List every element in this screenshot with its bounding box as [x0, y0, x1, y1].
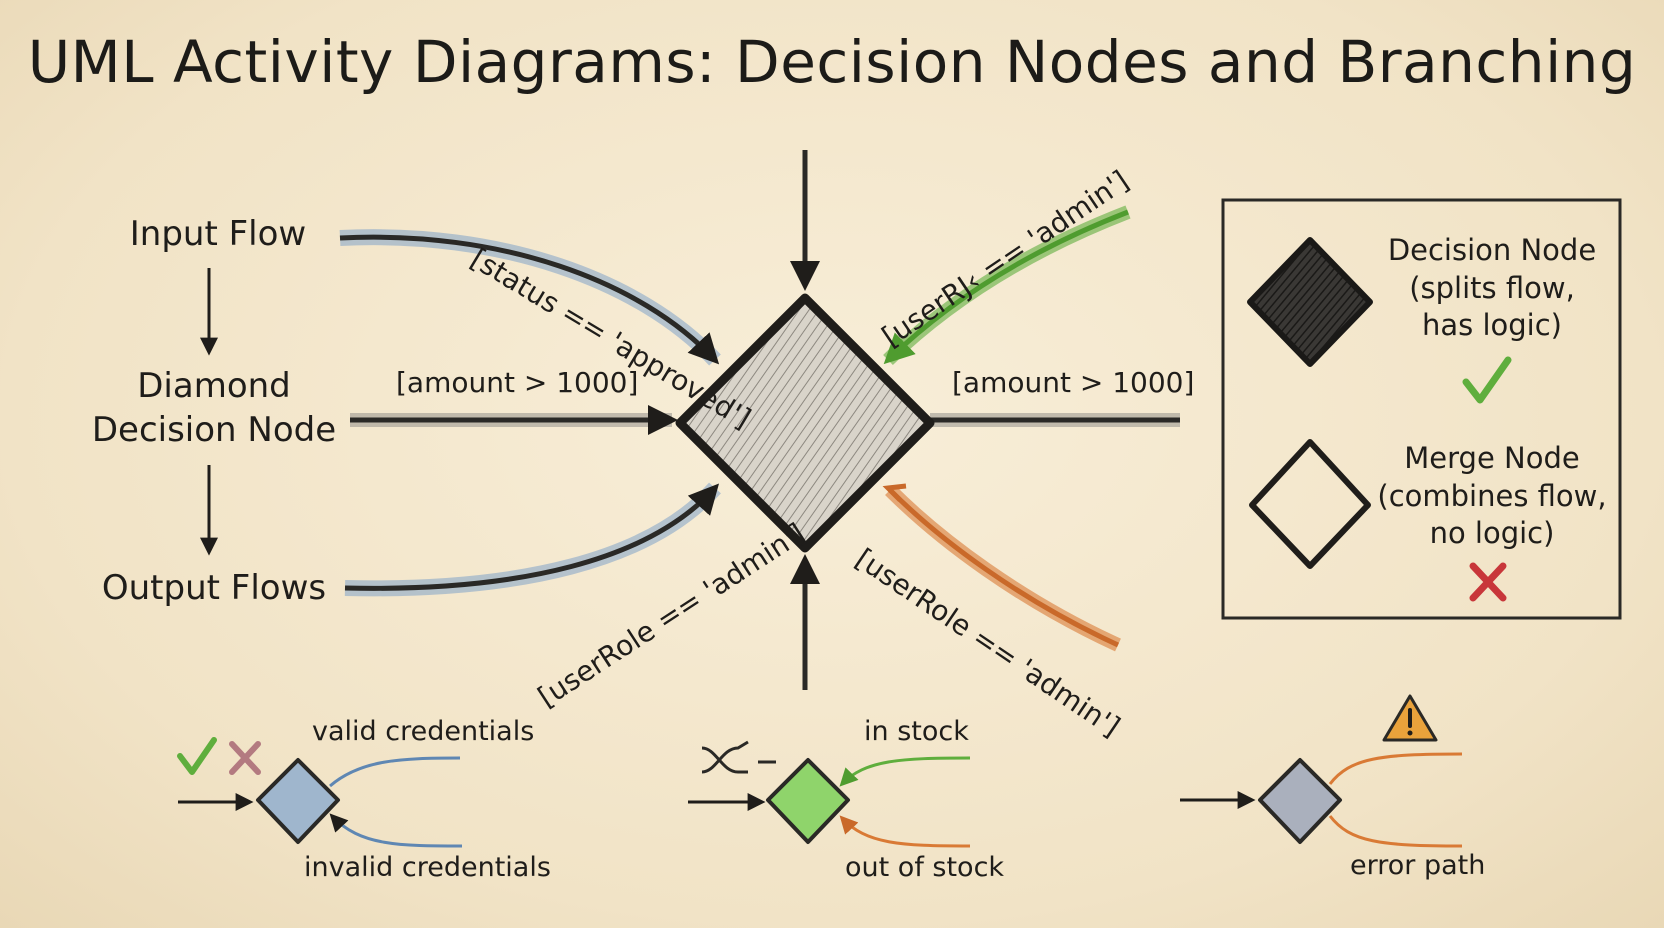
login-valid-branch — [329, 756, 461, 788]
legend-merge-title: Merge Node — [1404, 441, 1580, 475]
stock-out-branch — [839, 815, 971, 848]
guard-right: [amount > 1000] — [952, 366, 1195, 399]
legend-merge-diamond — [1249, 439, 1371, 569]
flow-top-right — [883, 209, 1129, 365]
label-valid-credentials: valid credentials — [312, 716, 535, 747]
step-input-flow: Input Flow — [129, 214, 307, 254]
legend-merge-desc: (combines flow, no logic) — [1377, 479, 1607, 550]
check-icon — [1462, 356, 1512, 404]
flow-bottom-left — [344, 483, 720, 591]
cross-icon — [229, 741, 261, 775]
error-top-branch — [1328, 752, 1463, 785]
legend-decision-title: Decision Node — [1387, 233, 1597, 267]
example-login — [177, 737, 463, 848]
flow-bottom-right — [888, 488, 1120, 648]
legend-decision-desc: (splits flow, has logic) — [1409, 271, 1575, 342]
label-error-path: error path — [1350, 850, 1486, 881]
check-icon — [177, 737, 217, 775]
error-bottom-branch — [1328, 815, 1463, 848]
central-flows — [339, 150, 1180, 690]
example-stock — [688, 740, 971, 848]
page-title: UML Activity Diagrams: Decision Nodes an… — [27, 28, 1637, 96]
cross-icon — [1469, 562, 1507, 602]
guard-left: [amount > 1000] — [396, 366, 639, 399]
label-out-of-stock: out of stock — [845, 852, 1005, 883]
legend-decision-diamond — [1247, 237, 1373, 367]
stock-diamond — [766, 758, 850, 844]
example-error — [1180, 694, 1463, 848]
flow-top-left — [339, 234, 720, 365]
stock-in-branch — [839, 756, 971, 787]
step-output-flows: Output Flows — [101, 568, 327, 608]
central-decision-diamond — [675, 293, 935, 553]
shuffle-icon — [701, 740, 776, 774]
flow-top-right-shade — [883, 205, 1131, 366]
error-diamond — [1258, 758, 1342, 844]
flow-bottom-right-shade — [885, 485, 1121, 652]
login-diamond — [256, 758, 340, 844]
warning-icon — [1382, 694, 1438, 742]
login-invalid-branch — [329, 813, 463, 848]
label-in-stock: in stock — [864, 716, 969, 747]
step-decision-node: Diamond Decision Node — [91, 366, 337, 450]
label-invalid-credentials: invalid credentials — [304, 852, 551, 883]
flow-bottom-right-head — [882, 483, 907, 502]
legend-box — [1221, 198, 1622, 620]
